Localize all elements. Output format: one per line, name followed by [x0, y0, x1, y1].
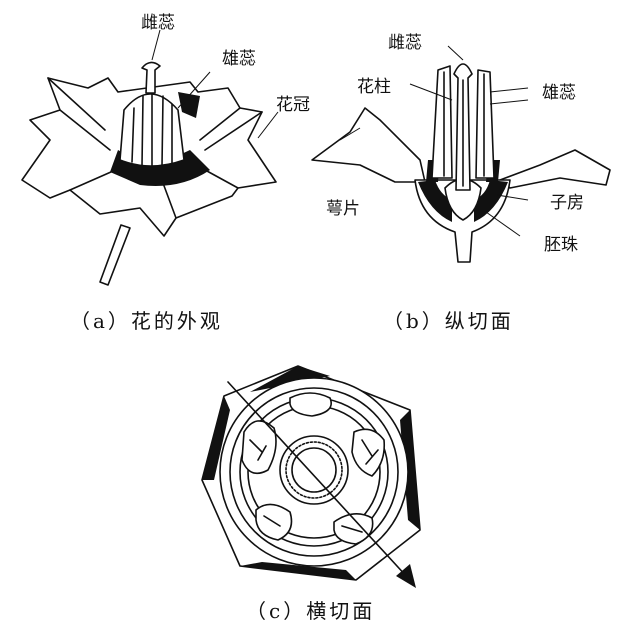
left-sepal: [312, 108, 425, 182]
label-corolla-a: 花冠: [276, 95, 310, 115]
caption-panel-b: （b）纵切面: [383, 309, 514, 333]
right-stamen: [476, 70, 494, 178]
flower-stalk: [100, 225, 130, 285]
panel-c-cross-section: [202, 366, 420, 588]
central-style: [280, 436, 348, 504]
label-pistil-b: 雌蕊: [388, 33, 422, 53]
label-ovary-b: 子房: [550, 193, 584, 213]
label-ovule-b: 胚珠: [544, 235, 578, 255]
anther-mass: [290, 393, 331, 416]
caption-panel-a: （a）花的外观: [70, 309, 223, 333]
left-stamen: [432, 66, 452, 178]
caption-panel-c: （c）横切面: [246, 599, 375, 623]
label-stamen-a: 雄蕊: [222, 49, 256, 69]
right-sepal: [500, 150, 610, 188]
label-stamen-b: 雄蕊: [542, 83, 576, 103]
label-sepal-b: 萼片: [326, 199, 360, 219]
label-style-b: 花柱: [357, 77, 391, 97]
label-pistil-a: 雌蕊: [141, 13, 175, 33]
